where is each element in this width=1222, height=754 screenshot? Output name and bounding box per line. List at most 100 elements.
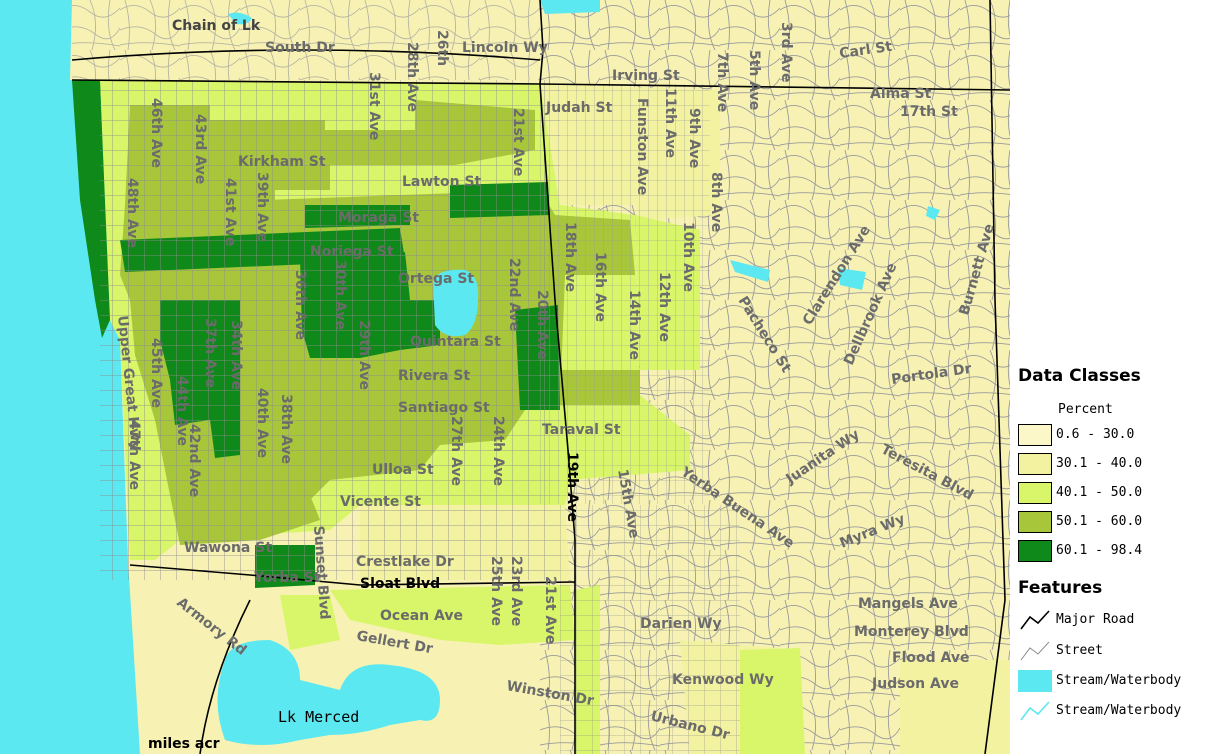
legend-feature-row: Stream/Waterbody — [1018, 670, 1218, 694]
label-11th-ave: 11th Ave — [662, 88, 678, 158]
label-judah-st: Judah St — [545, 100, 613, 116]
label-39th-ave: 39th Ave — [254, 172, 270, 242]
label-moraga-st: Moraga St — [338, 210, 419, 226]
label-43rd-ave: 43rd Ave — [192, 114, 208, 184]
label-5th-ave: 5th Ave — [746, 50, 762, 110]
label-ortega-st: Ortega St — [398, 271, 474, 287]
label-16th-ave: 16th Ave — [592, 252, 608, 322]
legend-feature-label: Stream/Waterbody — [1056, 703, 1182, 718]
map-legend: Data Classes Percent 0.6 - 30.0 30.1 - 4… — [1012, 360, 1220, 750]
water-bodies — [217, 0, 940, 745]
label-38th-ave: 38th Ave — [278, 394, 294, 464]
label-lk-merced: Lk Merced — [278, 708, 359, 726]
label-27th-ave: 27th Ave — [448, 416, 464, 486]
portola-road — [984, 0, 1006, 754]
legend-class-swatch — [1018, 540, 1052, 562]
label-47th-ave: 47th Ave — [126, 420, 142, 490]
water-area-icon — [1018, 670, 1052, 692]
label-44th-ave: 44th Ave — [174, 376, 190, 446]
label-miles-across: miles acr — [148, 736, 220, 752]
inner-street-grid — [540, 84, 710, 504]
legend-class-swatch — [1018, 482, 1052, 504]
label-41st-ave: 41st Ave — [222, 178, 238, 246]
label-wawona-st: Wawona St — [184, 540, 272, 556]
label-kirkham-st: Kirkham St — [238, 154, 326, 170]
label-10th-ave: 10th Ave — [680, 222, 696, 292]
legend-class-row: 30.1 - 40.0 — [1018, 453, 1218, 477]
label-sunset-blvd: Sunset Blvd — [310, 525, 333, 620]
label-36th-ave: 36th Ave — [292, 270, 308, 340]
label-judson-ave: Judson Ave — [871, 676, 959, 692]
label-sloat-blvd: Sloat Blvd — [360, 576, 440, 592]
sunset-street-grid — [100, 80, 560, 580]
label-lincoln-wy: Lincoln Wy — [462, 40, 548, 56]
class-2-judson — [900, 660, 1010, 754]
stream-line-icon — [1020, 701, 1050, 721]
label-7th-ave: 7th Ave — [714, 52, 730, 112]
label-21st-ave-south: 21st Ave — [542, 576, 558, 644]
label-lawton-st: Lawton St — [402, 174, 482, 190]
label-kenwood-wy: Kenwood Wy — [672, 672, 774, 688]
label-chain-of-lk: Chain of Lk — [172, 18, 261, 34]
label-25th-ave: 25th Ave — [488, 556, 504, 626]
label-23rd-ave: 23rd Ave — [508, 556, 524, 626]
label-alma-st: Alma St — [870, 86, 932, 102]
label-26th-ave: 26th — [434, 30, 450, 66]
label-17th-st: 17th St — [900, 104, 958, 120]
label-34th-ave: 34th Ave — [228, 320, 244, 390]
label-12th-ave: 12th Ave — [656, 272, 672, 342]
pine-lake — [433, 269, 479, 337]
label-ocean-ave: Ocean Ave — [380, 608, 463, 624]
label-monterey-blvd: Monterey Blvd — [854, 624, 969, 640]
label-taraval-st: Taraval St — [542, 422, 621, 438]
legend-class-row: 40.1 - 50.0 — [1018, 482, 1218, 506]
major-road-icon — [1020, 610, 1050, 630]
skyline-road — [199, 599, 251, 754]
label-29th-ave: 29th Ave — [356, 320, 372, 390]
label-santiago-st: Santiago St — [398, 400, 490, 416]
label-24th-ave: 24th Ave — [490, 416, 506, 486]
label-funston-ave: Funston Ave — [634, 98, 650, 195]
label-19th-ave: 19th Ave — [564, 452, 580, 522]
label-rivera-st: Rivera St — [398, 368, 471, 384]
map-canvas[interactable]: Chain of Lk South Dr Lincoln Wy Irving S… — [0, 0, 1010, 754]
class-5-coast-mid — [72, 80, 104, 200]
label-48th-ave: 48th Ave — [124, 178, 140, 248]
north-street-strip — [72, 0, 542, 80]
label-mangels-ave: Mangels Ave — [858, 596, 958, 612]
legend-feature-row: Stream/Waterbody — [1018, 700, 1218, 724]
lake-merced — [217, 640, 440, 745]
legend-feature-row: Street — [1018, 640, 1218, 664]
label-22nd-ave: 22nd Ave — [506, 258, 522, 331]
legend-class-row: 60.1 - 98.4 — [1018, 540, 1218, 564]
label-3rd-ave: 3rd Ave — [778, 22, 794, 83]
label-darien-wy: Darien Wy — [640, 616, 722, 632]
reservoir-b — [838, 268, 866, 290]
legend-class-swatch — [1018, 453, 1052, 475]
legend-percent-label: Percent — [1058, 402, 1113, 417]
label-8th-ave: 8th Ave — [708, 172, 724, 232]
legend-feature-row: Major Road — [1018, 609, 1218, 633]
legend-class-label: 40.1 - 50.0 — [1056, 485, 1143, 500]
legend-feature-label: Street — [1056, 643, 1103, 658]
legend-class-label: 30.1 - 40.0 — [1056, 456, 1143, 471]
pond-c — [926, 206, 940, 220]
label-irving-st: Irving St — [612, 68, 680, 84]
label-37th-ave: 37th Ave — [202, 318, 218, 388]
label-9th-ave: 9th Ave — [686, 108, 702, 168]
label-42nd-ave: 42nd Ave — [186, 424, 202, 497]
legend-class-row: 0.6 - 30.0 — [1018, 424, 1218, 448]
class-3-parkside — [280, 595, 340, 650]
label-21st-ave: 21st Ave — [510, 108, 526, 176]
label-vicente-st: Vicente St — [340, 494, 421, 510]
sloat-blvd-road — [129, 564, 576, 586]
label-14th-ave: 14th Ave — [626, 290, 642, 360]
label-31st-ave: 31st Ave — [366, 72, 382, 140]
legend-feature-label: Major Road — [1056, 612, 1135, 627]
class-3-kenwood — [740, 648, 805, 754]
major-roads — [71, 0, 1010, 754]
label-south-dr: South Dr — [265, 40, 335, 56]
label-30th-ave: 30th Ave — [332, 260, 348, 330]
legend-class-label: 0.6 - 30.0 — [1056, 427, 1135, 442]
label-18th-ave: 18th Ave — [562, 222, 578, 292]
